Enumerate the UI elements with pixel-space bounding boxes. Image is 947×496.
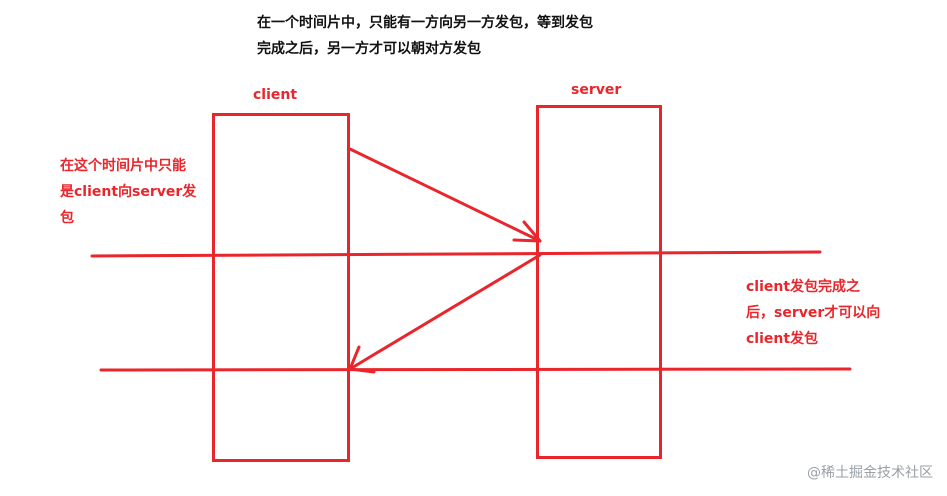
arrow-client-to-server — [348, 147, 542, 243]
right-note-line-1: client发包完成之 — [746, 279, 861, 295]
time-slice-line-lower — [99, 367, 852, 372]
server-label: server — [571, 82, 622, 98]
arrow-client-to-server-head — [512, 220, 542, 243]
top-note-line-2: 完成之后，另一方才可以朝对方发包 — [257, 41, 481, 57]
left-note-line-2: 是client向server发 — [60, 184, 197, 200]
time-slice-line-upper — [90, 250, 822, 258]
right-note-line-2: 后，server才可以向 — [746, 305, 881, 321]
server-box — [536, 105, 662, 459]
top-note-line-1: 在一个时间片中，只能有一方向另一方发包，等到发包 — [257, 15, 593, 31]
arrow-server-to-client-head — [348, 345, 376, 374]
watermark: @稀土掘金技术社区 — [807, 465, 933, 481]
client-label: client — [253, 87, 298, 103]
left-note-line-1: 在这个时间片中只能 — [60, 158, 186, 174]
left-note-line-3: 包 — [60, 210, 74, 226]
arrow-server-to-client — [348, 253, 542, 371]
client-box — [212, 113, 350, 462]
right-note-line-3: client发包 — [746, 331, 819, 347]
